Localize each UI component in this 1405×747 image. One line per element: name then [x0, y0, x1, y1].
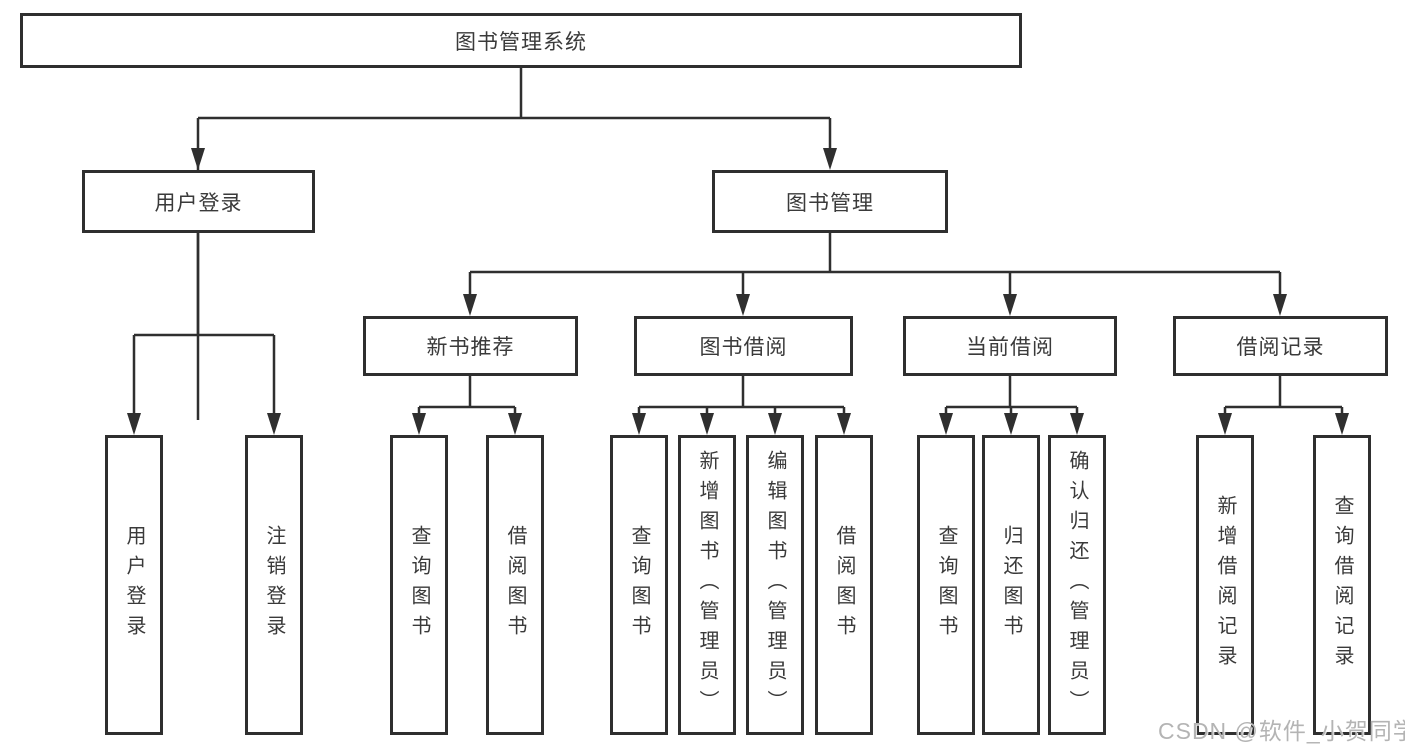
node-label: 借阅图书 — [504, 525, 526, 645]
leaf-add-book-admin: 新增图书（管理员） — [678, 435, 736, 735]
node-label: 图书借阅 — [699, 336, 788, 359]
node-label: 确认归还（管理员） — [1066, 450, 1088, 720]
node-label: 用户登录 — [123, 525, 145, 645]
node-book-borrowing: 图书借阅 — [634, 316, 853, 376]
leaf-logout: 注销登录 — [245, 435, 303, 735]
node-label: 查询图书 — [408, 525, 430, 645]
node-new-book-recommend: 新书推荐 — [363, 316, 578, 376]
node-label: 用户登录 — [154, 191, 243, 215]
arrowheads — [127, 148, 1349, 435]
leaf-borrow-books-recommend: 借阅图书 — [486, 435, 544, 735]
leaf-return-books: 归还图书 — [982, 435, 1040, 735]
node-user-login: 用户登录 — [82, 170, 315, 233]
node-label: 借阅记录 — [1236, 336, 1325, 359]
leaf-query-books-borrowing: 查询图书 — [610, 435, 668, 735]
node-label: 图书管理 — [786, 191, 874, 215]
leaf-query-books-recommend: 查询图书 — [390, 435, 448, 735]
node-library-management-system: 图书管理系统 — [20, 13, 1022, 68]
csdn-watermark: CSDN @软件_小贺同学 — [1158, 718, 1405, 744]
leaf-user-login: 用户登录 — [105, 435, 163, 735]
node-label: 借阅图书 — [833, 525, 855, 645]
node-label: 注销登录 — [263, 525, 285, 645]
node-label: 归还图书 — [1000, 525, 1022, 645]
node-label: 新书推荐 — [426, 336, 515, 359]
leaf-query-books-current: 查询图书 — [917, 435, 975, 735]
node-label: 当前借阅 — [966, 336, 1054, 359]
node-label: 查询借阅记录 — [1331, 495, 1353, 675]
node-book-management: 图书管理 — [712, 170, 948, 233]
node-borrowing-records: 借阅记录 — [1173, 316, 1388, 376]
node-label: 新增图书（管理员） — [696, 450, 718, 720]
node-label: 编辑图书（管理员） — [764, 450, 786, 720]
leaf-confirm-return-admin: 确认归还（管理员） — [1048, 435, 1106, 735]
leaf-add-borrow-record: 新增借阅记录 — [1196, 435, 1254, 735]
leaf-edit-book-admin: 编辑图书（管理员） — [746, 435, 804, 735]
leaf-borrow-books-borrowing: 借阅图书 — [815, 435, 873, 735]
leaf-query-borrow-record: 查询借阅记录 — [1313, 435, 1371, 735]
node-label: 图书管理系统 — [455, 30, 587, 54]
node-label: 新增借阅记录 — [1214, 495, 1236, 675]
node-label: 查询图书 — [935, 525, 957, 645]
node-current-borrowing: 当前借阅 — [903, 316, 1117, 376]
node-label: 查询图书 — [628, 525, 650, 645]
